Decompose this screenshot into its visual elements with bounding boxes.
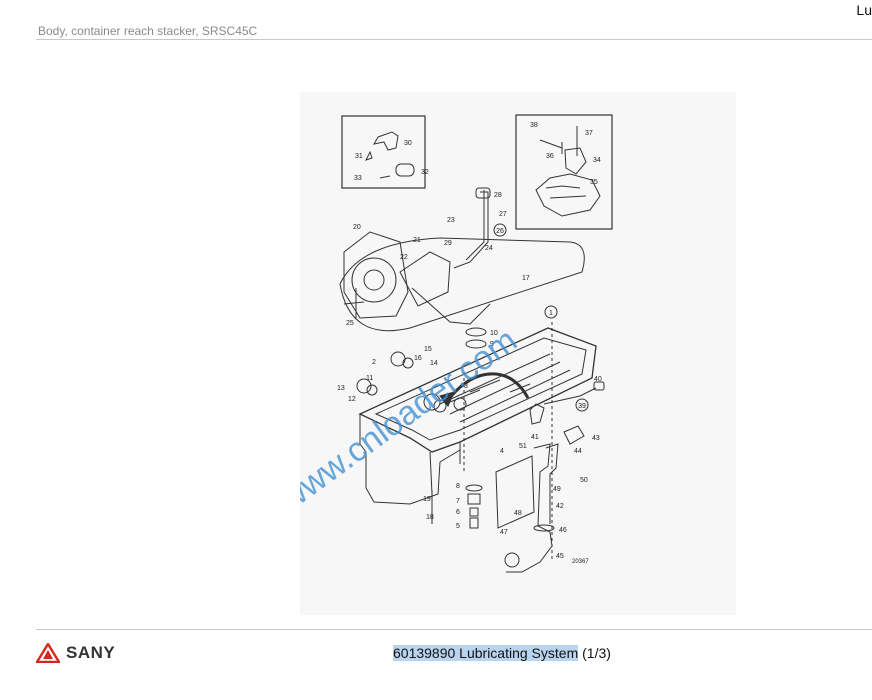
part-label-35: 35: [590, 179, 598, 186]
part-label-19: 19: [423, 496, 431, 503]
part-label-38: 38: [530, 122, 538, 129]
part-label-6: 6: [456, 509, 460, 516]
part-label-12: 12: [348, 396, 356, 403]
part-label-18: 18: [426, 514, 434, 521]
part-label-13: 13: [337, 385, 345, 392]
part-label-32: 32: [421, 169, 429, 176]
footer-divider: [36, 629, 872, 630]
part-label-40: 40: [594, 376, 602, 383]
part-label-20: 20: [353, 224, 361, 231]
part-label-29: 29: [444, 240, 452, 247]
drawing-number: 20367: [572, 559, 589, 565]
part-label-16: 16: [414, 355, 422, 362]
part-label-48: 48: [514, 510, 522, 517]
part-label-5: 5: [456, 523, 460, 530]
part-label-26: 26: [496, 228, 504, 235]
part-label-36: 36: [546, 153, 554, 160]
sany-logo-icon: [36, 643, 60, 663]
caption-code-title: 60139890 Lubricating System: [393, 645, 579, 661]
part-label-51: 51: [519, 443, 527, 450]
part-label-8: 8: [456, 483, 460, 490]
exploded-view-drawing: 1 2 3 4 5 6 7 8 9 10 11 12 13 14 15 16 1…: [300, 92, 736, 615]
part-label-45: 45: [556, 553, 564, 560]
page-caption: 60139890 Lubricating System (1/3): [393, 645, 611, 661]
part-label-4a: 4: [500, 448, 504, 455]
part-label-25: 25: [346, 320, 354, 327]
part-label-34: 34: [593, 157, 601, 164]
part-label-22: 22: [400, 254, 408, 261]
part-label-33: 33: [354, 175, 362, 182]
part-label-1: 1: [549, 310, 553, 317]
part-label-41: 41: [531, 434, 539, 441]
part-label-21: 21: [413, 237, 421, 244]
part-label-24: 24: [485, 245, 493, 252]
part-label-30: 30: [404, 140, 412, 147]
part-label-31: 31: [355, 153, 363, 160]
part-label-49: 49: [553, 486, 561, 493]
part-label-23: 23: [447, 217, 455, 224]
part-label-28: 28: [494, 192, 502, 199]
part-label-44: 44: [574, 448, 582, 455]
part-label-2: 2: [372, 359, 376, 366]
corner-text-fragment: Lu: [856, 2, 872, 18]
part-label-27: 27: [499, 211, 507, 218]
part-label-39: 39: [578, 403, 586, 410]
part-label-10: 10: [490, 330, 498, 337]
part-label-3: 3: [464, 383, 468, 390]
part-label-43: 43: [592, 435, 600, 442]
sany-logo: SANY: [36, 643, 115, 663]
document-title: Body, container reach stacker, SRSC45C: [38, 24, 258, 38]
header-divider: [36, 39, 872, 40]
part-label-47: 47: [500, 529, 508, 536]
part-label-17: 17: [522, 275, 530, 282]
caption-page-number: (1/3): [582, 645, 611, 661]
part-label-9: 9: [490, 341, 494, 348]
brand-name: SANY: [66, 643, 116, 662]
part-label-7: 7: [456, 498, 460, 505]
part-label-14: 14: [430, 360, 438, 367]
part-label-42: 42: [556, 503, 564, 510]
part-label-37: 37: [585, 130, 593, 137]
part-label-50: 50: [580, 477, 588, 484]
part-label-11: 11: [366, 375, 373, 382]
part-label-46: 46: [559, 527, 567, 534]
part-label-15: 15: [424, 346, 432, 353]
